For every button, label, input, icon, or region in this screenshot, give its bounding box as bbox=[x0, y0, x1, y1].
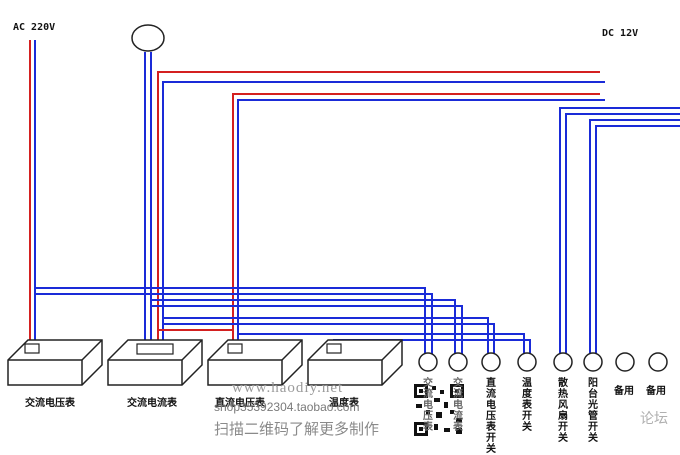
wiring-diagram bbox=[7, 24, 680, 438]
meter-label-3: 直流电压表 bbox=[215, 398, 265, 409]
switch-label-6: 阳台光管开关 bbox=[588, 378, 598, 444]
switch-3 bbox=[481, 352, 501, 372]
dc-light-feed bbox=[589, 119, 680, 355]
switch-5 bbox=[553, 352, 573, 372]
dc-fan-feed-2 bbox=[565, 113, 680, 355]
switch-label-7: 备用 bbox=[614, 386, 634, 397]
meter-ac-current bbox=[107, 339, 203, 386]
feed-sw4 bbox=[238, 333, 525, 355]
dc-red-bus-1 bbox=[157, 71, 600, 345]
switch-6 bbox=[583, 352, 603, 372]
watermark-shop: shop35392304.taobao.com bbox=[214, 400, 360, 414]
meter-label-1: 交流电压表 bbox=[25, 398, 75, 409]
watermark-scan: 扫描二维码了解更多制作 bbox=[214, 420, 380, 438]
meter-label-2: 交流电流表 bbox=[127, 398, 177, 409]
switch-1 bbox=[418, 352, 438, 372]
feed-sw3b bbox=[163, 323, 495, 355]
watermark-url: www.haodiy.net bbox=[232, 380, 344, 396]
meter-ac-voltage bbox=[7, 339, 103, 386]
switch-label-8: 备用 bbox=[646, 386, 666, 397]
switch-7 bbox=[615, 352, 635, 372]
switch-label-4: 温度表开关 bbox=[522, 378, 532, 433]
feed-sw2b bbox=[151, 305, 463, 355]
switch-2 bbox=[448, 352, 468, 372]
lamp-circle bbox=[131, 24, 165, 52]
feed-sw3 bbox=[163, 317, 489, 355]
meter-dc-voltage bbox=[207, 339, 303, 386]
dc-red-bus-2 bbox=[232, 93, 600, 345]
switch-label-3: 直流电压表开关 bbox=[486, 378, 496, 455]
switch-label-5: 散热风扇开关 bbox=[558, 378, 568, 444]
switch-label-1: 交流电压表 bbox=[423, 378, 433, 433]
switch-4 bbox=[517, 352, 537, 372]
dc-blue-bus-2 bbox=[237, 99, 605, 345]
feed-sw1 bbox=[35, 287, 426, 355]
meter-label-4: 温度表 bbox=[329, 398, 359, 409]
qr-code-image bbox=[412, 382, 466, 438]
dc-input-label: DC 12V bbox=[602, 28, 639, 39]
meter-temperature bbox=[307, 339, 403, 386]
dc-blue-bus-1 bbox=[162, 81, 605, 345]
ac-input-label: AC 220V bbox=[13, 22, 56, 33]
watermark-forum: 论坛 bbox=[640, 411, 668, 427]
dc-light-feed-2 bbox=[595, 125, 680, 355]
feed-sw2 bbox=[151, 299, 456, 355]
switch-label-2: 交流电流表 bbox=[453, 378, 463, 433]
switch-8 bbox=[648, 352, 668, 372]
dc-fan-feed bbox=[559, 107, 680, 355]
